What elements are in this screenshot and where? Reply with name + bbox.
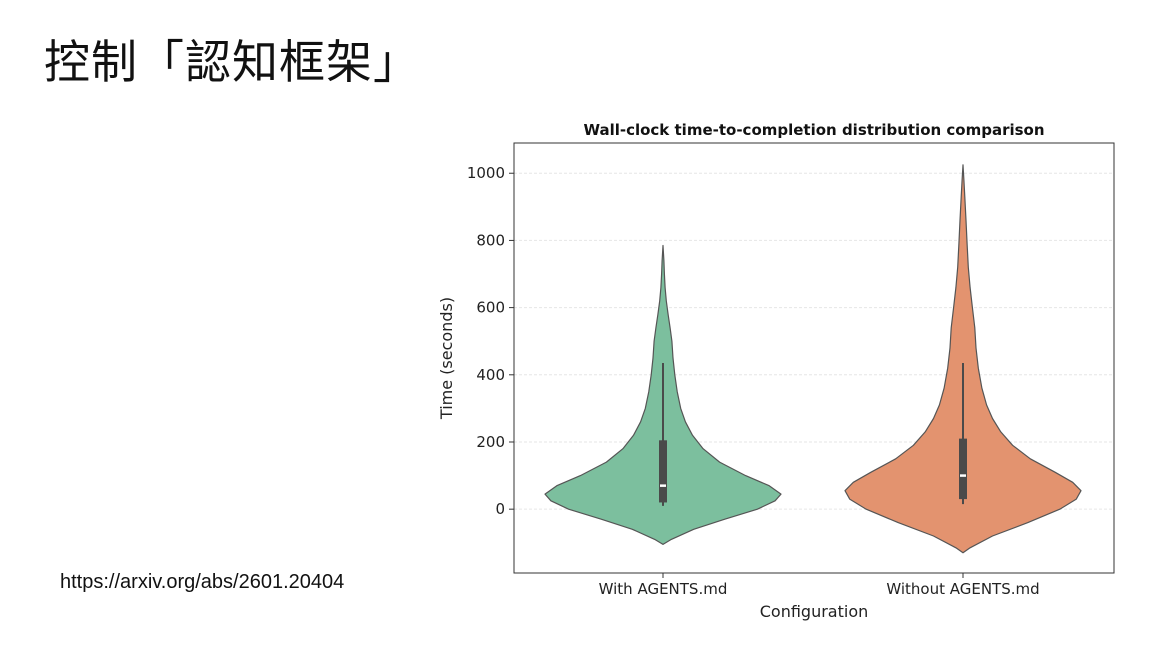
y-axis-label: Time (seconds) (437, 297, 456, 420)
x-axis-label: Configuration (760, 602, 869, 621)
slide-title: 控制「認知框架」 (44, 35, 420, 89)
y-tick-label: 1000 (467, 164, 505, 182)
y-tick-label: 600 (476, 299, 505, 317)
y-tick-label: 200 (476, 433, 505, 451)
violin-layer (544, 164, 1082, 554)
violin-iqr-box (959, 438, 967, 500)
violin-iqr-box (659, 440, 667, 503)
x-tick-label: With AGENTS.md (599, 580, 728, 598)
plot-frame (513, 142, 1115, 574)
y-tick-label: 800 (476, 231, 505, 249)
violin-body (844, 164, 1082, 554)
y-tick-label: 0 (495, 500, 505, 518)
chart-title: Wall-clock time-to-completion distributi… (583, 121, 1044, 139)
source-link[interactable]: https://arxiv.org/abs/2601.20404 (60, 571, 345, 593)
y-tick-label: 400 (476, 366, 505, 384)
x-tick-label: Without AGENTS.md (886, 580, 1039, 598)
